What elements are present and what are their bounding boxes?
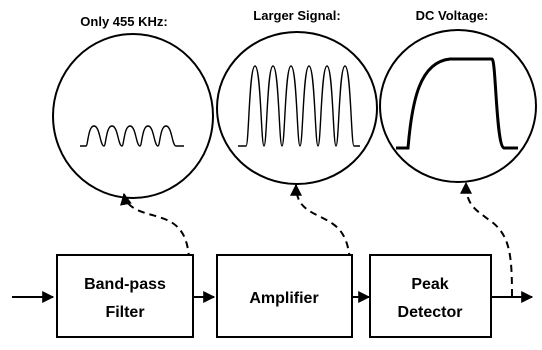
caption-amplifier-output: Larger Signal:: [253, 8, 340, 23]
detector-label-line2: Detector: [398, 304, 463, 321]
filter-output-waveform: [80, 125, 184, 147]
caption-detector-output: DC Voltage:: [416, 8, 489, 23]
bandpass-label-line1: Band-pass: [84, 276, 166, 293]
detector-output-scope: [379, 29, 537, 183]
bandpass-filter-block: [56, 254, 194, 338]
detector-label-line1: Peak: [411, 276, 448, 293]
detector-output-waveform: [396, 57, 518, 150]
amplifier-label: Amplifier: [249, 290, 318, 307]
caption-filter-output: Only 455 KHz:: [80, 14, 167, 29]
peak-detector-block: [369, 254, 492, 338]
filter-output-scope: [52, 33, 214, 199]
amplifier-block: [216, 254, 353, 338]
bandpass-label-line2: Filter: [105, 304, 144, 321]
detector-probe-line: [460, 181, 513, 297]
amplifier-output-waveform: [238, 65, 360, 147]
